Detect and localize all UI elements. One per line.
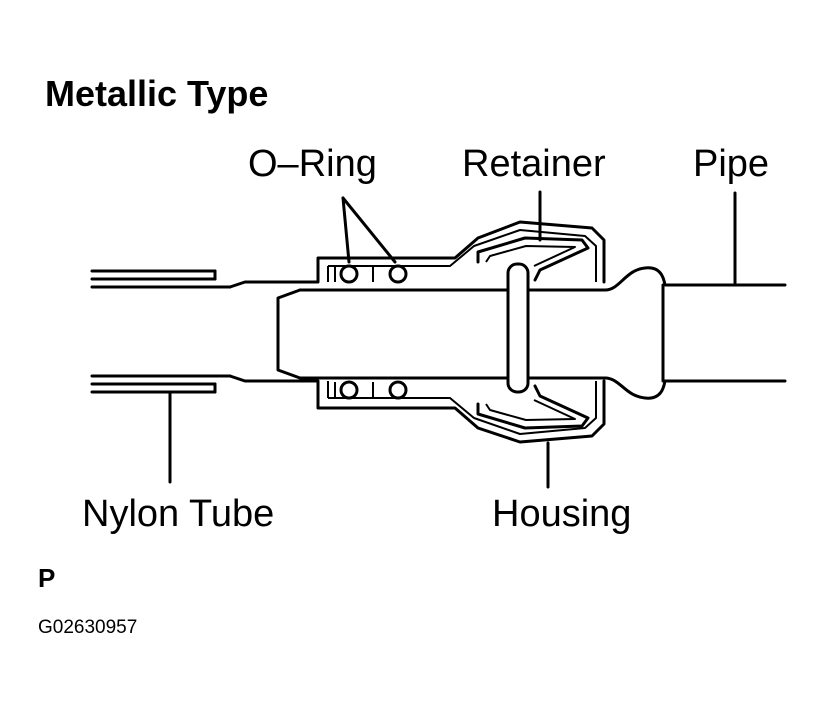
retainer-label: Retainer [462, 143, 606, 185]
diagram-title: Metallic Type [45, 73, 268, 114]
pipe-label: Pipe [693, 143, 769, 185]
nylon-tube [90, 269, 232, 394]
housing [228, 220, 606, 444]
o-ring-label: O–Ring [248, 143, 377, 185]
o-rings [334, 264, 408, 400]
pipe [276, 266, 787, 400]
nylon-tube-label: Nylon Tube [82, 493, 274, 535]
figure-code: G02630957 [38, 617, 137, 638]
housing-label: Housing [492, 493, 631, 535]
figure-mark: P [38, 563, 55, 593]
retainer [476, 236, 590, 430]
leader-lines [168, 190, 737, 489]
